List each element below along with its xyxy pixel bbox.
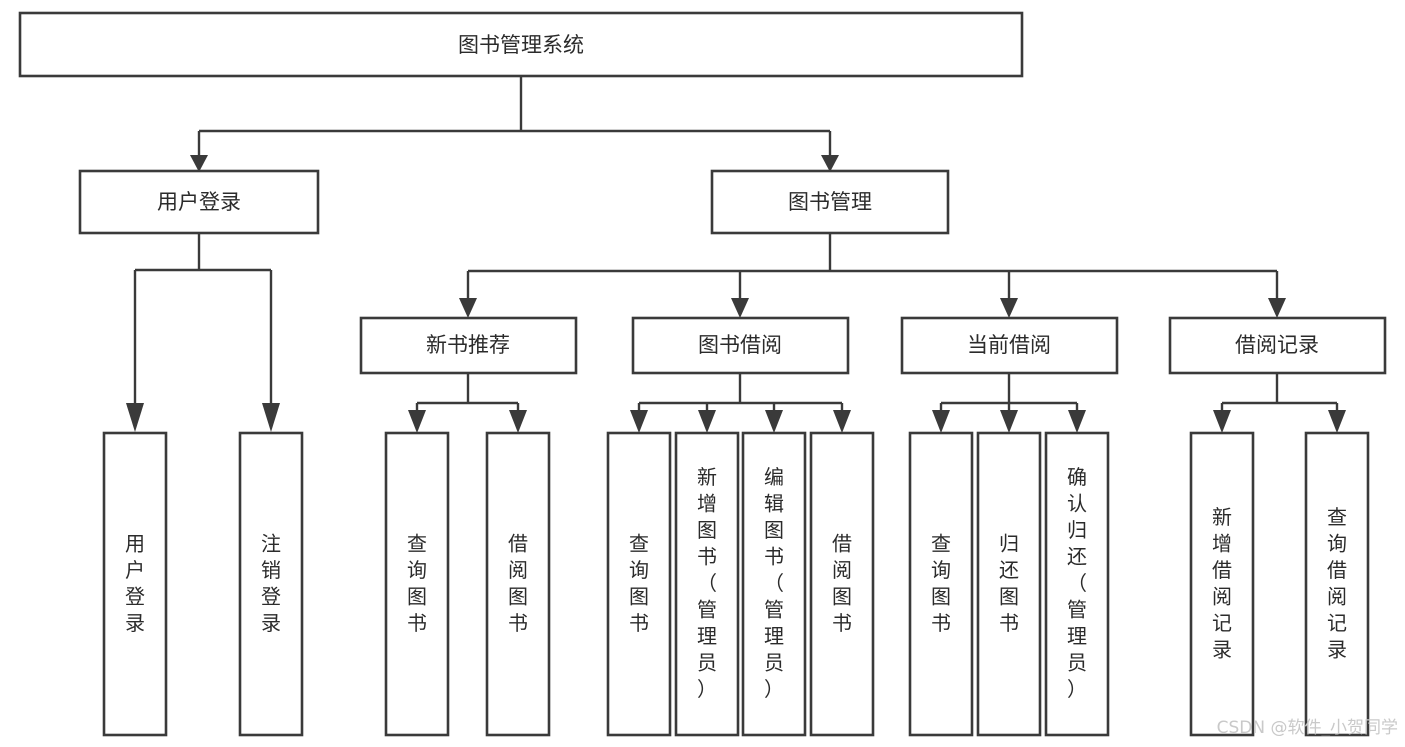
node-leaf-confirm-return[interactable]: 确认归还（管理员） bbox=[1044, 431, 1110, 737]
node-leaf-add-book-box[interactable] bbox=[674, 431, 740, 737]
arrow-head-new-book-recommend bbox=[459, 298, 477, 318]
node-root-label: 图书管理系统 bbox=[458, 33, 584, 57]
connector-layer bbox=[126, 76, 1346, 433]
node-leaf-query-book-1-box[interactable] bbox=[384, 431, 450, 737]
node-user-login[interactable]: 用户登录 bbox=[78, 169, 320, 235]
arrow-head-leaf-query-book-2 bbox=[630, 410, 648, 433]
node-root[interactable]: 图书管理系统 bbox=[18, 11, 1024, 78]
node-leaf-user-login-label: 用户登录 bbox=[125, 531, 145, 635]
node-leaf-logout-login[interactable]: 注销登录 bbox=[238, 431, 304, 737]
node-leaf-edit-book-box[interactable] bbox=[741, 431, 807, 737]
arrow-head-current-borrow bbox=[1000, 298, 1018, 318]
node-leaf-borrow-book-1[interactable]: 借阅图书 bbox=[485, 431, 551, 737]
node-book-management-box[interactable] bbox=[710, 169, 950, 235]
arrow-head-leaf-return-book bbox=[1000, 410, 1018, 433]
node-current-borrow[interactable]: 当前借阅 bbox=[900, 316, 1119, 375]
node-book-borrow-box[interactable] bbox=[631, 316, 850, 375]
arrow-head-user-login bbox=[190, 155, 208, 172]
node-leaf-query-book-2-box[interactable] bbox=[606, 431, 672, 737]
node-leaf-query-book-3[interactable]: 查询图书 bbox=[908, 431, 974, 737]
arrow-head-leaf-query-book-3 bbox=[932, 410, 950, 433]
arrow-head-leaf-add-record bbox=[1213, 410, 1231, 433]
node-borrow-record-label: 借阅记录 bbox=[1235, 333, 1319, 357]
node-book-management-label: 图书管理 bbox=[788, 190, 872, 214]
node-leaf-borrow-book-1-label: 借阅图书 bbox=[508, 531, 528, 635]
arrow-head-book-borrow bbox=[731, 298, 749, 318]
node-book-borrow-label: 图书借阅 bbox=[698, 333, 782, 357]
node-leaf-return-book-box[interactable] bbox=[976, 431, 1042, 737]
node-new-book-recommend-label: 新书推荐 bbox=[426, 333, 510, 357]
node-leaf-add-record-box[interactable] bbox=[1189, 431, 1255, 737]
node-leaf-confirm-return-box[interactable] bbox=[1044, 431, 1110, 737]
arrow-head-leaf-query-record bbox=[1328, 410, 1346, 433]
node-leaf-add-record-label: 新增借阅记录 bbox=[1212, 504, 1232, 661]
arrow-head-leaf-confirm-return bbox=[1068, 410, 1086, 433]
node-user-login-box[interactable] bbox=[78, 169, 320, 235]
node-leaf-query-record-box[interactable] bbox=[1304, 431, 1370, 737]
node-leaf-query-book-2[interactable]: 查询图书 bbox=[606, 431, 672, 737]
arrow-head-leaf-logout-login bbox=[262, 403, 280, 432]
node-borrow-record[interactable]: 借阅记录 bbox=[1168, 316, 1387, 375]
node-leaf-query-book-3-label: 查询图书 bbox=[931, 531, 951, 635]
arrow-head-book-management bbox=[821, 155, 839, 172]
arrow-head-leaf-user-login bbox=[126, 403, 144, 432]
node-book-borrow[interactable]: 图书借阅 bbox=[631, 316, 850, 375]
node-leaf-query-record-label: 查询借阅记录 bbox=[1327, 504, 1347, 661]
node-leaf-query-book-2-label: 查询图书 bbox=[629, 531, 649, 635]
node-root-box[interactable] bbox=[18, 11, 1024, 78]
node-leaf-borrow-book-1-box[interactable] bbox=[485, 431, 551, 737]
node-new-book-recommend-box[interactable] bbox=[359, 316, 578, 375]
arrow-head-leaf-borrow-book-2 bbox=[833, 410, 851, 433]
node-leaf-query-record[interactable]: 查询借阅记录 bbox=[1304, 431, 1370, 737]
node-leaf-confirm-return-label: 确认归还（管理员） bbox=[1067, 465, 1087, 701]
node-leaf-borrow-book-2[interactable]: 借阅图书 bbox=[809, 431, 875, 737]
node-leaf-add-book-label: 新增图书（管理员） bbox=[697, 465, 717, 701]
node-user-login-label: 用户登录 bbox=[157, 190, 241, 214]
node-leaf-add-book[interactable]: 新增图书（管理员） bbox=[674, 431, 740, 737]
node-leaf-logout-login-label: 注销登录 bbox=[261, 531, 281, 635]
arrow-head-leaf-borrow-book-1 bbox=[509, 410, 527, 433]
node-leaf-borrow-book-2-label: 借阅图书 bbox=[832, 531, 852, 635]
node-leaf-query-book-1-label: 查询图书 bbox=[407, 531, 427, 635]
node-leaf-logout-login-box[interactable] bbox=[238, 431, 304, 737]
node-leaf-query-book-1[interactable]: 查询图书 bbox=[384, 431, 450, 737]
node-leaf-edit-book[interactable]: 编辑图书（管理员） bbox=[741, 431, 807, 737]
node-leaf-query-book-3-box[interactable] bbox=[908, 431, 974, 737]
node-leaf-borrow-book-2-box[interactable] bbox=[809, 431, 875, 737]
arrow-head-leaf-query-book-1 bbox=[408, 410, 426, 433]
node-leaf-return-book-label: 归还图书 bbox=[999, 531, 1019, 635]
arrow-head-leaf-edit-book bbox=[765, 410, 783, 433]
node-current-borrow-label: 当前借阅 bbox=[967, 333, 1051, 357]
node-leaf-return-book[interactable]: 归还图书 bbox=[976, 431, 1042, 737]
node-current-borrow-box[interactable] bbox=[900, 316, 1119, 375]
node-book-management[interactable]: 图书管理 bbox=[710, 169, 950, 235]
node-new-book-recommend[interactable]: 新书推荐 bbox=[359, 316, 578, 375]
node-leaf-add-record[interactable]: 新增借阅记录 bbox=[1189, 431, 1255, 737]
arrow-head-leaf-add-book bbox=[698, 410, 716, 433]
watermark-label: CSDN @软件_小贺同学 bbox=[1217, 718, 1398, 738]
node-leaf-user-login[interactable]: 用户登录 bbox=[102, 431, 168, 737]
node-borrow-record-box[interactable] bbox=[1168, 316, 1387, 375]
node-leaf-edit-book-label: 编辑图书（管理员） bbox=[764, 465, 784, 701]
arrow-head-borrow-record bbox=[1268, 298, 1286, 318]
node-leaf-user-login-box[interactable] bbox=[102, 431, 168, 737]
